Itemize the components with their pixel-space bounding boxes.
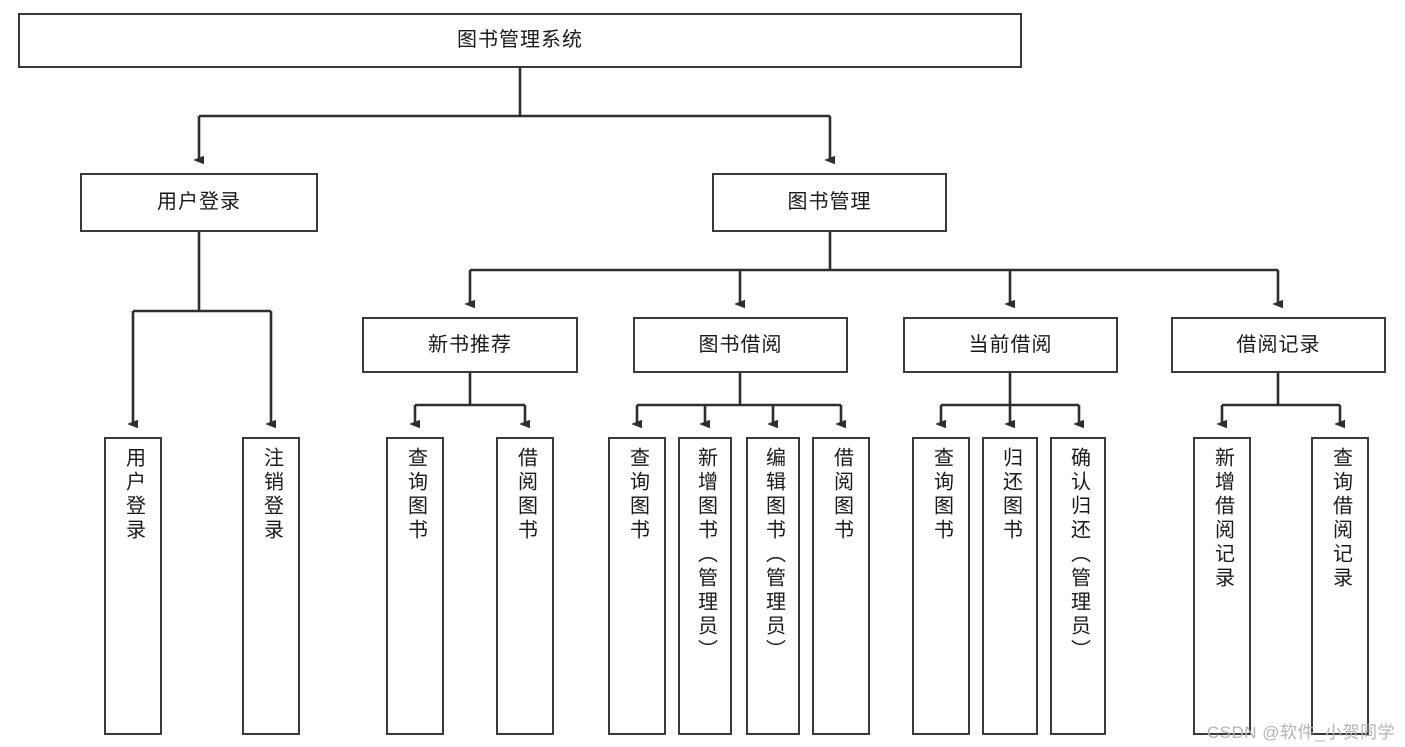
node-book-borrow[interactable]: 图书借阅	[633, 317, 848, 373]
leaf-user-login-login[interactable]: 用户登录	[104, 437, 162, 735]
node-label: 图书借阅	[698, 333, 783, 356]
leaf-book-borrow-borrow-book[interactable]: 借阅图书	[812, 437, 870, 735]
node-label: 归还图书	[999, 447, 1022, 543]
node-label: 查询图书	[930, 447, 953, 543]
node-label: 注销登录	[260, 447, 283, 543]
node-label: 查询图书	[626, 447, 649, 543]
leaf-new-book-borrow-book[interactable]: 借阅图书	[496, 437, 554, 735]
node-label: 用户登录	[157, 191, 241, 213]
node-label: 图书管理	[787, 191, 872, 213]
leaf-book-borrow-query-book[interactable]: 查询图书	[608, 437, 666, 735]
leaf-borrow-record-query-record[interactable]: 查询借阅记录	[1311, 437, 1369, 735]
node-label: 图书管理系统	[457, 29, 583, 51]
node-label: 查询借阅记录	[1329, 447, 1352, 591]
node-borrow-record[interactable]: 借阅记录	[1171, 317, 1386, 373]
csdn-watermark: CSDN @软件_小贺同学	[1206, 723, 1395, 742]
leaf-current-borrow-confirm-return-admin[interactable]: 确认归还（管理员）	[1050, 437, 1106, 735]
node-book-management[interactable]: 图书管理	[712, 173, 947, 232]
leaf-new-book-query-book[interactable]: 查询图书	[386, 437, 444, 735]
node-current-borrow[interactable]: 当前借阅	[903, 317, 1118, 373]
leaf-book-borrow-edit-book-admin[interactable]: 编辑图书（管理员）	[746, 437, 800, 735]
node-new-book-recommend[interactable]: 新书推荐	[362, 317, 578, 373]
leaf-user-login-logout[interactable]: 注销登录	[242, 437, 300, 735]
node-label: 新增借阅记录	[1211, 447, 1234, 591]
node-user-login[interactable]: 用户登录	[80, 173, 318, 232]
leaf-book-borrow-add-book-admin[interactable]: 新增图书（管理员）	[678, 437, 732, 735]
leaf-borrow-record-add-record[interactable]: 新增借阅记录	[1193, 437, 1251, 735]
node-label: 借阅图书	[514, 447, 537, 543]
node-label: 确认归还（管理员）	[1067, 447, 1090, 663]
leaf-current-borrow-return-book[interactable]: 归还图书	[982, 437, 1038, 735]
node-book-management-system[interactable]: 图书管理系统	[18, 13, 1022, 68]
node-label: 用户登录	[122, 447, 145, 543]
node-label: 新增图书（管理员）	[694, 447, 717, 663]
node-label: 借阅记录	[1236, 333, 1321, 356]
node-label: 当前借阅	[968, 333, 1053, 356]
node-label: 借阅图书	[830, 447, 853, 543]
node-label: 查询图书	[404, 447, 427, 543]
leaf-current-borrow-query-book[interactable]: 查询图书	[912, 437, 970, 735]
node-label: 编辑图书（管理员）	[762, 447, 785, 663]
node-label: 新书推荐	[428, 333, 512, 356]
